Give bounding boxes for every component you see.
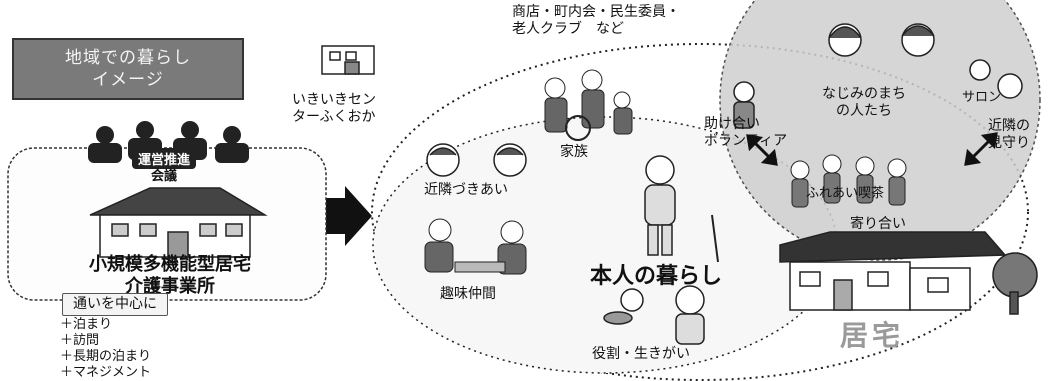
home-label: 居宅 xyxy=(840,319,905,352)
center-label: いきいきセン ターふくおか xyxy=(292,92,376,126)
center-label-line-2: ターふくおか xyxy=(292,109,376,125)
facility-name-line-1: 小規模多機能型居宅 xyxy=(89,254,251,275)
operations-meeting-line-2: 会議 xyxy=(151,169,178,184)
title-line-1: 地域での暮らし xyxy=(65,48,191,68)
community-circle xyxy=(371,43,1029,381)
gathering-figures-icon xyxy=(790,154,907,208)
center-building-icon xyxy=(321,45,375,75)
hobby-figures-icon xyxy=(424,218,527,275)
person-figure-icon xyxy=(644,155,719,263)
hobby-label: 趣味仲間 xyxy=(440,286,496,302)
community-people-line-1: なじみのまち xyxy=(822,86,906,102)
arrow-icon xyxy=(318,186,372,246)
mutual-help-label: 助け合い ボランティア xyxy=(704,116,787,150)
neighbor-label: 近隣づきあい xyxy=(424,182,508,198)
watching-arrow-icon xyxy=(964,132,998,166)
watching-line-2: 見守り xyxy=(988,135,1030,151)
services-list: ＋泊まり ＋訪問 ＋長期の泊まり ＋マネジメント xyxy=(60,317,151,381)
family-label: 家族 xyxy=(560,144,588,160)
service-box: 通いを中心に xyxy=(62,293,168,316)
gathering-label: 寄り合い xyxy=(850,216,906,232)
facility-building-icon xyxy=(89,187,268,258)
community-groups-label: 商店・町内会・民生委員・ 老人クラブ など xyxy=(512,4,680,38)
watching-line-1: 近隣の xyxy=(988,118,1030,134)
mutual-help-arrow-icon xyxy=(746,134,778,166)
cafe-label: ふれあい喫茶 xyxy=(806,186,885,201)
service-item: ＋マネジメント xyxy=(60,365,152,380)
operations-meeting-line-1: 運営推進 xyxy=(132,148,197,169)
diagram-title: 地域での暮らし イメージ xyxy=(12,38,244,100)
family-figures-icon xyxy=(544,69,633,141)
salon-label: サロン xyxy=(962,90,1002,105)
center-label-line-1: いきいきセン xyxy=(292,92,376,108)
role-figures-icon xyxy=(603,285,705,345)
operations-meeting-badge: 運営推進 会議 xyxy=(132,148,197,185)
community-people-label: なじみのまち の人たち xyxy=(822,86,906,120)
community-groups-line-1: 商店・町内会・民生委員・ xyxy=(512,4,680,20)
facility-name: 小規模多機能型居宅 介護事業所 xyxy=(30,254,310,298)
service-item: ＋長期の泊まり xyxy=(60,349,152,364)
person-life-label: 本人の暮らし xyxy=(590,264,723,289)
mutual-help-line-1: 助け合い xyxy=(704,116,760,132)
role-label: 役割・生きがい xyxy=(592,346,690,362)
home-house-icon xyxy=(779,231,1038,315)
mutual-help-line-2: ボランティア xyxy=(704,133,788,149)
community-faces-icon xyxy=(733,23,1023,129)
facility-name-line-2: 介護事業所 xyxy=(125,276,215,297)
title-line-2: イメージ xyxy=(92,70,164,90)
service-item: ＋訪問 xyxy=(60,333,100,348)
neighbor-faces-icon xyxy=(426,143,527,177)
watching-label: 近隣の 見守り xyxy=(988,118,1030,152)
community-people-line-2: の人たち xyxy=(836,103,892,119)
community-groups-line-2: 老人クラブ など xyxy=(512,21,624,37)
service-item: ＋泊まり xyxy=(60,317,113,332)
